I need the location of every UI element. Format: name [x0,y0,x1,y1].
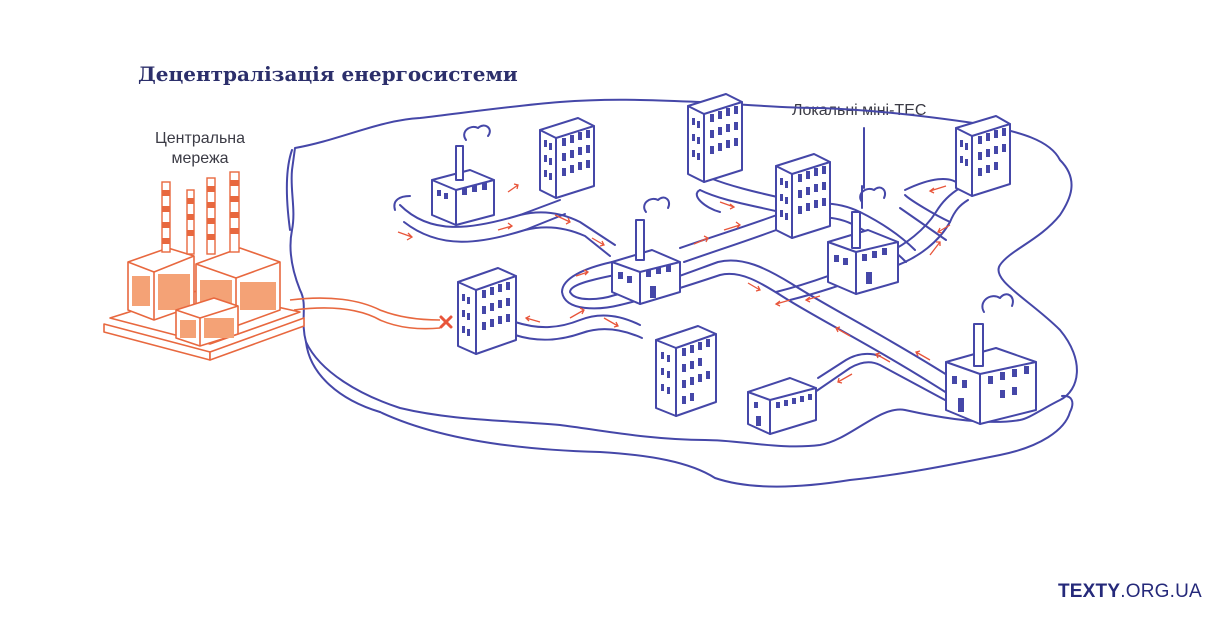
apartment-building-icon [955,115,1011,197]
factory-icon [103,171,305,361]
apartment-building-icon [539,117,595,199]
brand-logo: TEXTY.ORG.UA [1058,581,1202,603]
brand-bold: TEXTY [1058,581,1121,602]
cross-mark-icon [439,315,453,329]
mini-chp-icon [431,124,495,226]
central-grid-label-line1: Центральна [154,130,246,147]
diagram-title: Децентралізація енергосистеми [138,62,518,86]
mini-chp-icon [827,185,899,295]
apartment-building-icon [687,93,743,183]
central-grid-connection [289,297,441,330]
brand-rest: .ORG.UA [1120,581,1202,602]
mini-chp-icon [611,196,681,305]
small-building-icon [747,377,817,435]
mini-chp-icon [945,293,1037,425]
apartment-building-icon [655,325,717,417]
apartment-building-icon [775,153,831,239]
apartment-building-icon [457,267,517,355]
central-grid-label: Центральна мережа [150,129,250,169]
central-grid-label-line2: мережа [171,150,229,167]
